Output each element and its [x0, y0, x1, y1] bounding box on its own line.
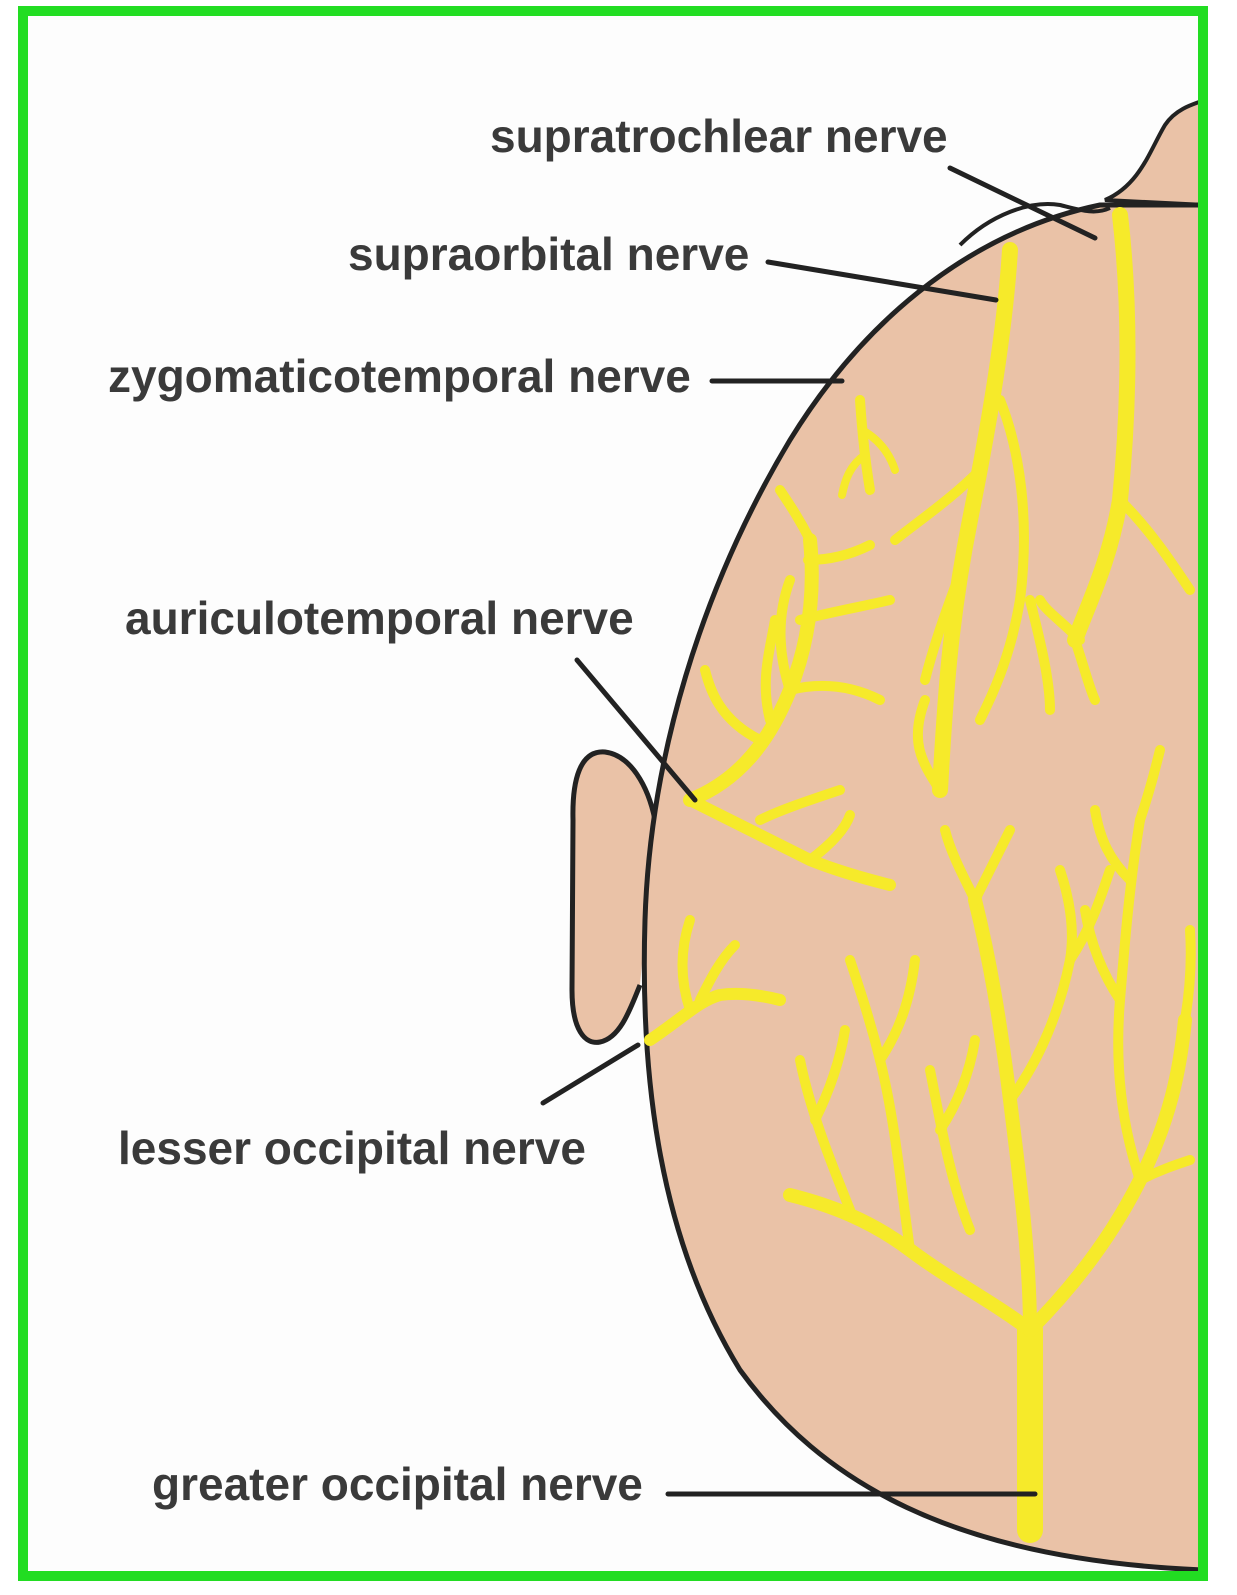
- label-supratrochlear: supratrochlear nerve: [490, 110, 948, 162]
- label-greater-occipital: greater occipital nerve: [152, 1458, 643, 1510]
- label-supraorbital: supraorbital nerve: [348, 228, 749, 280]
- nose-shape: [1105, 100, 1205, 205]
- label-zygomaticotemporal: zygomaticotemporal nerve: [108, 350, 691, 402]
- label-auriculotemporal: auriculotemporal nerve: [125, 592, 634, 644]
- leader-lesser-occipital: [543, 1045, 638, 1103]
- label-lesser-occipital: lesser occipital nerve: [118, 1122, 586, 1174]
